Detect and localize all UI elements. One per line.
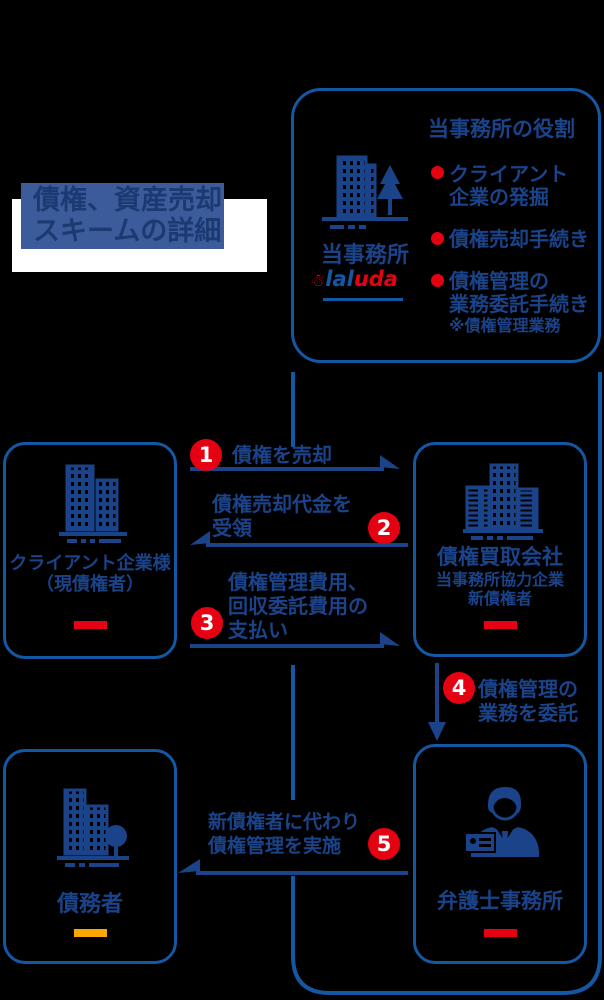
debtor-accent-bar [74, 929, 107, 937]
client-company-box: クライアント企業様 （現債権者） [3, 442, 177, 659]
arrow-2-head-left-icon [190, 531, 210, 545]
flow-label-3: 債権管理費用、 回収委託費用の 支払い [228, 570, 368, 642]
buyer-sub1: 当事務所協力企業 [435, 570, 564, 589]
office-building-icon [322, 155, 408, 229]
lawyer-name: 弁護士事務所 [437, 889, 563, 913]
logo-text-blue: lal [325, 267, 354, 291]
company-logo: ☃laluda [310, 267, 420, 291]
debtor-buildings-icon [57, 788, 129, 867]
page-title-line2: スキームの詳細 [33, 216, 222, 247]
flow-badge-2: 2 [368, 512, 400, 544]
buyer-sub2: 新債権者 [467, 589, 532, 608]
page-title-line1: 債権、資産売却 [33, 185, 222, 216]
debtor-name: 債務者 [56, 892, 123, 917]
arrow-4-head-down-icon [428, 722, 446, 741]
office-role-item-1: クライアント 企業の発掘 [449, 162, 569, 209]
logo-underline [323, 298, 403, 301]
flow-badge-3: 3 [191, 607, 223, 639]
logo-mark-icon: ☃ [310, 271, 326, 291]
client-name-line2: （現債権者） [36, 574, 144, 595]
flow-arrows [190, 467, 439, 875]
flow-badge-1: 1 [190, 439, 222, 471]
buyer-buildings-icon [463, 463, 543, 540]
client-accent-bar [74, 621, 107, 629]
lawyer-person-icon [464, 787, 539, 857]
client-name-line1: クライアント企業様 [9, 553, 171, 574]
debt-buyer-box: 債権買取会社 当事務所協力企業 新債権者 [413, 442, 587, 657]
buyer-name: 債権買取会社 [437, 545, 563, 569]
office-loop-connector [291, 372, 602, 995]
bullet-dot-icon [431, 166, 444, 179]
logo-text-red: uda [353, 267, 398, 291]
office-panel: 当事務所の役割 当事務所 ☃laluda クライアント 企 [291, 88, 601, 363]
office-panel-heading: 当事務所の役割 [428, 117, 575, 141]
lawyer-accent-bar [484, 929, 517, 937]
arrow-3-head-right-icon [380, 632, 400, 646]
flow-badge-4: 4 [443, 672, 475, 704]
buyer-accent-bar [484, 621, 517, 629]
office-label: 当事務所 [320, 243, 409, 268]
debtor-box: 債務者 [3, 749, 177, 964]
flow-label-2: 債権売却代金を 受領 [212, 492, 352, 540]
flow-label-4: 債権管理の 業務を委託 [478, 677, 578, 725]
flow-label-1: 債権を売却 [232, 443, 332, 467]
flow-label-5: 新債権者に代わり 債権管理を実施 [208, 811, 361, 857]
bullet-dot-icon [431, 232, 444, 245]
flow-badge-5: 5 [368, 828, 400, 860]
twin-towers-icon [59, 464, 127, 543]
lawyer-office-box: 弁護士事務所 [413, 744, 587, 964]
page-title: 債権、資産売却 スキームの詳細 [21, 183, 224, 249]
office-role-item-3: 債権管理の 業務委託手続き ※債権管理業務 [449, 269, 589, 336]
arrow-1-head-right-icon [380, 455, 400, 469]
office-role-item-2: 債権売却手続き [449, 227, 589, 251]
arrow-5-head-left-icon [178, 859, 200, 873]
office-role-note: ※債権管理業務 [449, 316, 561, 335]
bullet-dot-icon [431, 274, 444, 287]
